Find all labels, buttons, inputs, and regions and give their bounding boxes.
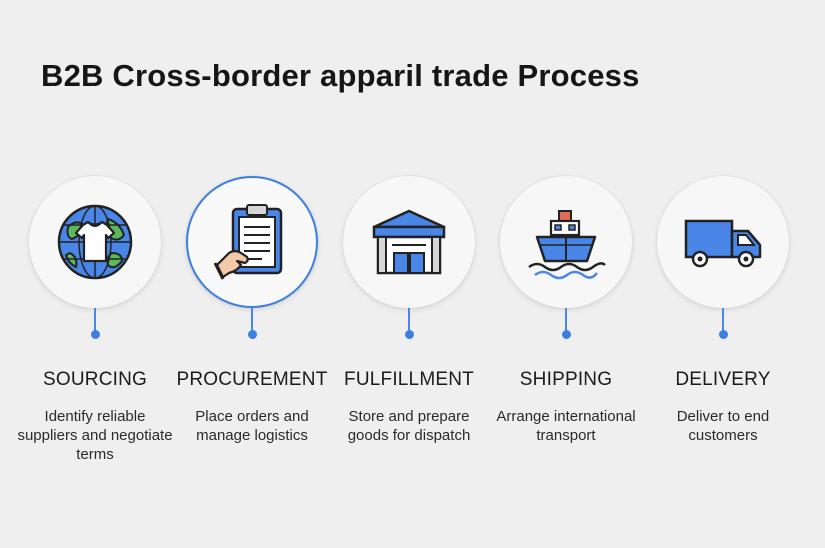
step-circle: [29, 176, 161, 308]
step-title: FULFILLMENT: [344, 369, 474, 390]
step-circle: [500, 176, 632, 308]
connector-dot: [90, 330, 100, 339]
step-description: Store and prepare goods for dispatch: [347, 408, 471, 444]
connector-line: [408, 308, 410, 332]
step-title: SHIPPING: [519, 369, 613, 390]
step-shipping: SHIPPING Arrange international transport: [486, 176, 646, 445]
step-fulfillment: FULFILLMENT Store and prepare goods for …: [329, 176, 489, 445]
connector-line: [251, 308, 253, 332]
clipboard-hand-icon: [213, 204, 283, 280]
step-title: DELIVERY: [675, 369, 771, 390]
connector-line: [94, 308, 96, 332]
connector-dot: [718, 330, 728, 339]
step-title: SOURCING: [43, 369, 147, 390]
connector-line: [722, 308, 724, 332]
step-description: Deliver to end customers: [676, 408, 770, 444]
step-circle: [657, 176, 789, 308]
step-circle-active: [186, 176, 318, 308]
step-delivery: DELIVERY Deliver to end customers: [643, 176, 803, 445]
step-description: Arrange international transport: [496, 408, 636, 444]
step-title: PROCUREMENT: [176, 369, 328, 390]
step-procurement: PROCUREMENT Place orders and manage logi…: [172, 176, 332, 445]
connector-line: [565, 308, 567, 332]
step-description: Identify reliable suppliers and negotiat…: [17, 408, 173, 463]
step-description: Place orders and manage logistics: [195, 408, 309, 444]
globe-shirt-icon: [57, 204, 133, 280]
connector-dot: [404, 330, 414, 339]
page-title: B2B Cross-border apparil trade Process: [41, 58, 640, 93]
cargo-ship-icon: [528, 210, 606, 280]
delivery-truck-icon: [684, 219, 762, 268]
connector-dot: [247, 330, 257, 339]
warehouse-icon: [372, 209, 446, 275]
step-sourcing: SOURCING Identify reliable suppliers and…: [15, 176, 175, 464]
step-circle: [343, 176, 475, 308]
connector-dot: [561, 330, 571, 339]
